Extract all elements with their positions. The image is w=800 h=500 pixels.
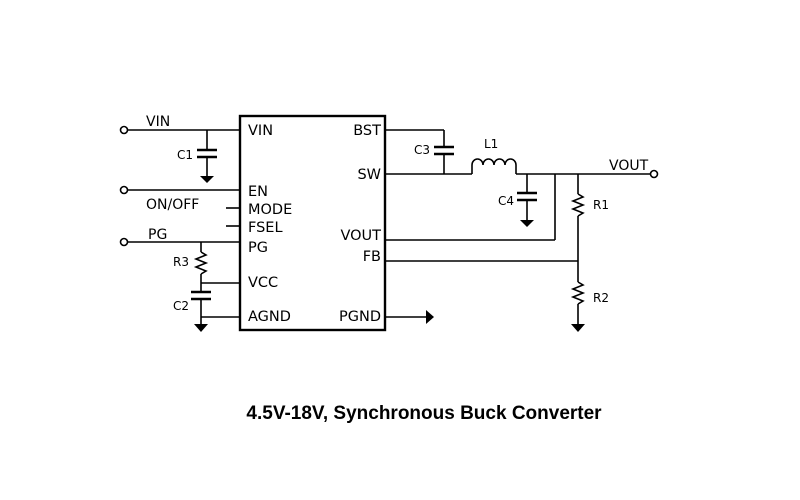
vout-net: VOUT C4 R1 R2 [385,158,659,332]
c4-label: C4 [498,194,514,208]
r3-label: R3 [173,255,189,269]
pin-vin-label: VIN [248,123,273,139]
pg-terminal-circle [119,237,129,247]
pin-sw-label: SW [357,167,381,183]
pin-pg-label: PG [248,240,268,256]
pgnd-ground-symbol [426,310,434,324]
pin-agnd-label: AGND [248,309,291,325]
c1-label: C1 [177,148,193,162]
vin-terminal-circle [119,125,129,135]
pin-pgnd-label: PGND [339,309,381,325]
pg-net: PG R3 C2 [119,227,240,332]
c3-label: C3 [414,143,430,157]
ic-body [238,114,387,332]
en-net: ON/OFF [119,185,240,213]
l1-label: L1 [484,137,498,151]
vin-label: VIN [146,114,170,130]
on-off-terminal-circle [119,185,129,195]
bst-sw-net: C3 [385,129,472,175]
pgnd-net [385,310,434,324]
diagram-caption: 4.5V-18V, Synchronous Buck Converter [246,403,602,424]
vout-label: VOUT [609,158,649,174]
r1-label: R1 [593,198,609,212]
l1-inductor-symbol [471,158,517,166]
pin-fb-label: FB [363,249,381,265]
pg-label: PG [148,227,167,243]
pin-mode-label: MODE [248,202,292,218]
r3-resistor-symbol [193,251,209,275]
c4-ground-symbol [520,220,534,227]
agnd-ground-symbol [194,324,208,332]
on-off-label: ON/OFF [146,197,199,213]
l1-inductor: L1 [471,137,517,174]
vin-net: VIN C1 [119,114,240,183]
pin-bst-label: BST [353,123,381,139]
c1-ground-symbol [200,176,214,183]
pin-vcc-label: VCC [248,275,278,291]
pin-vout-label: VOUT [340,228,381,244]
pin-en-label: EN [248,184,268,200]
c2-label: C2 [173,299,189,313]
r2-resistor-symbol [570,281,586,305]
pin-fsel-label: FSEL [248,220,283,236]
r2-label: R2 [593,291,609,305]
r2-ground-symbol [571,324,585,332]
r1-resistor-symbol [570,193,586,217]
vout-terminal-circle [649,169,659,179]
